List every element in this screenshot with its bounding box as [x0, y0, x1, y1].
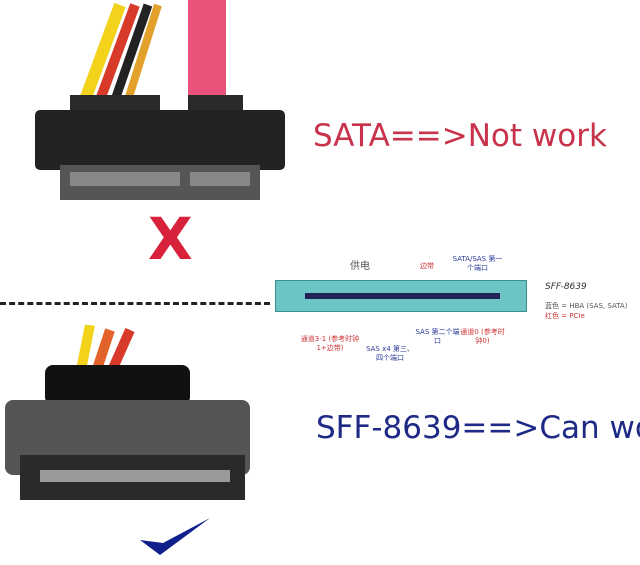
checkmark-icon: [140, 518, 210, 555]
diagram-title: SFF-8639: [545, 282, 587, 292]
x-mark-icon: X: [148, 205, 193, 273]
label-lanes-3-1: 通道3-1 (参考时钟1+边带): [300, 335, 360, 352]
sff8639-pinout-diagram: 供电 边带 SATA/SAS 第一个端口 SFF-8639 蓝色 = HBA (…: [270, 250, 640, 370]
label-lane0: 通道0 (参考时钟0): [460, 328, 505, 345]
sff8639-connector-image: [5, 325, 250, 500]
sata-caption: SATA==>Not work: [313, 118, 607, 154]
label-sas-port2: SAS 第二个端口: [415, 328, 460, 345]
sata-connector-image: [35, 0, 285, 200]
sata-wires: [79, 0, 226, 103]
label-port1: SATA/SAS 第一个端口: [452, 255, 503, 272]
sff8639-caption: SFF-8639==>Can work: [316, 410, 640, 446]
label-sideband: 边带: [420, 262, 434, 270]
label-power: 供电: [350, 261, 370, 272]
pin-row: [305, 293, 500, 299]
label-sas-x4: SAS x4 第三、四个端口: [366, 345, 414, 362]
legend-blue: 蓝色 = HBA (SAS, SATA): [545, 302, 628, 310]
legend-red: 红色 = PCIe: [545, 312, 585, 320]
divider-dashed-line: [0, 302, 270, 305]
